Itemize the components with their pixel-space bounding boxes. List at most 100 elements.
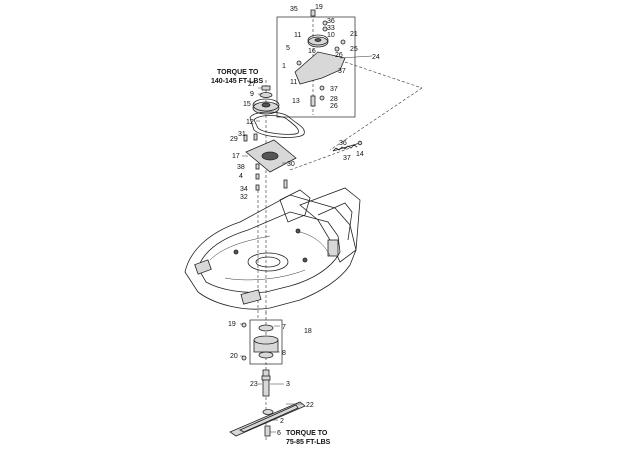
spindle-mount-hole bbox=[261, 151, 279, 161]
callout-19-top: 19 bbox=[315, 4, 323, 11]
callout-38: 38 bbox=[237, 164, 245, 171]
callout-2: 2 bbox=[280, 418, 284, 425]
spring-path-b bbox=[329, 87, 423, 151]
lower-torque-value: 75-85 FT-LBS bbox=[286, 439, 331, 446]
callout-23: 23 bbox=[250, 381, 258, 388]
spindle-bearing-top bbox=[258, 324, 274, 332]
mount-bolt-e bbox=[255, 184, 260, 191]
mount-bolt-d bbox=[255, 173, 260, 180]
leader-24 bbox=[339, 55, 373, 59]
callout-6: 6 bbox=[277, 430, 281, 437]
spring-coils bbox=[332, 144, 358, 152]
upper-torque-value: 140-145 FT-LBS bbox=[211, 78, 263, 85]
callout-33: 33 bbox=[327, 25, 335, 32]
spindle-housing-box bbox=[249, 319, 283, 365]
callout-25: 25 bbox=[350, 46, 358, 53]
spindle-housing-flange bbox=[253, 335, 279, 345]
spring-anchor bbox=[334, 46, 340, 52]
rear-wheel-mount bbox=[327, 239, 339, 257]
idler-clip bbox=[340, 39, 346, 45]
deck-rib-c bbox=[299, 231, 331, 257]
deck-outer-shell bbox=[184, 194, 357, 310]
callout-26-upper: 26 bbox=[335, 52, 343, 59]
callout-10: 10 bbox=[327, 32, 335, 39]
callout-12: 12 bbox=[246, 119, 254, 126]
callout-9: 9 bbox=[250, 91, 254, 98]
drive-belt bbox=[249, 111, 305, 138]
spindle-nut bbox=[261, 85, 271, 91]
callout-19-lower: 19 bbox=[228, 321, 236, 328]
callout-11-lower: 11 bbox=[290, 79, 297, 86]
shaft-key bbox=[261, 375, 271, 381]
mount-bolt-b bbox=[253, 133, 258, 141]
callout-36-top: 36 bbox=[327, 18, 335, 25]
callout-13: 13 bbox=[292, 98, 300, 105]
front-right-wheel-mount bbox=[240, 289, 262, 305]
housing-bolt bbox=[241, 355, 247, 361]
upper-torque-label: TORQUE TO bbox=[217, 69, 259, 76]
grease-fitting bbox=[241, 322, 247, 328]
discharge-chute-edge bbox=[317, 202, 353, 241]
idler-washer-b bbox=[322, 26, 328, 32]
callout-7: 7 bbox=[282, 324, 286, 331]
idler-bolt-head bbox=[310, 9, 316, 17]
discharge-chute bbox=[299, 187, 361, 263]
mount-bolt-a bbox=[243, 134, 248, 142]
callout-24: 24 bbox=[372, 54, 380, 61]
callout-18: 18 bbox=[304, 328, 312, 335]
callout-26-lower: 26 bbox=[330, 103, 338, 110]
deck-spindle-opening-inner bbox=[255, 256, 281, 268]
callout-37-spring: 37 bbox=[343, 155, 351, 162]
callout-31: 31 bbox=[238, 131, 246, 138]
leader-lines bbox=[240, 87, 302, 433]
spindle-pulley-hub bbox=[261, 102, 271, 108]
callout-20: 20 bbox=[230, 353, 238, 360]
callout-36-spring: 36 bbox=[339, 140, 347, 147]
callout-4: 4 bbox=[239, 173, 243, 180]
callout-8: 8 bbox=[282, 350, 286, 357]
spindle-shaft bbox=[262, 369, 270, 397]
callout-21: 21 bbox=[350, 31, 358, 38]
mower-deck bbox=[184, 187, 361, 310]
deck-bolt-hole-a bbox=[295, 228, 301, 234]
callout-14: 14 bbox=[356, 151, 364, 158]
front-left-wheel-mount bbox=[194, 259, 212, 275]
callout-11-upper: 11 bbox=[294, 32, 301, 39]
callout-17: 17 bbox=[232, 153, 240, 160]
callout-29: 29 bbox=[230, 136, 238, 143]
deck-bolt-hole-b bbox=[302, 257, 308, 263]
deck-spindle-opening bbox=[247, 252, 289, 272]
drive-belt-inner bbox=[253, 115, 299, 135]
callout-30: 30 bbox=[287, 161, 295, 168]
spindle-pulley-rim bbox=[252, 98, 280, 112]
callout-15: 15 bbox=[243, 101, 251, 108]
rear-baffle bbox=[279, 189, 311, 223]
deck-bolt-hole-c bbox=[233, 249, 239, 255]
mower-blade-edge bbox=[239, 404, 299, 433]
lower-torque-label: TORQUE TO bbox=[286, 430, 328, 437]
idler-bushing bbox=[319, 95, 325, 101]
blade-adapter bbox=[262, 409, 274, 415]
idler-nut bbox=[296, 60, 302, 66]
lower-spindle-assembly bbox=[229, 312, 306, 440]
callout-34: 34 bbox=[240, 186, 248, 193]
idler-bracket-assembly bbox=[276, 9, 423, 151]
callout-1: 1 bbox=[282, 63, 286, 70]
deck-inner-rim bbox=[197, 211, 341, 293]
spindle-pulley bbox=[252, 101, 280, 115]
callout-37-middle: 37 bbox=[330, 86, 338, 93]
idler-spacer bbox=[319, 85, 325, 91]
idler-assembly-box bbox=[276, 16, 356, 118]
mower-blade bbox=[229, 401, 306, 437]
mount-bolt-c bbox=[255, 163, 260, 170]
callout-16: 16 bbox=[308, 48, 316, 55]
callout-37-upper: 37 bbox=[338, 68, 346, 75]
idler-pulley-top bbox=[307, 34, 329, 46]
tension-spring bbox=[332, 140, 363, 152]
callout-35: 35 bbox=[290, 6, 298, 13]
plate-to-spring-line bbox=[289, 147, 351, 171]
idler-pivot-bolt bbox=[310, 95, 316, 107]
callout-27: 27 bbox=[248, 81, 256, 88]
idler-pulley-hub bbox=[314, 38, 322, 42]
